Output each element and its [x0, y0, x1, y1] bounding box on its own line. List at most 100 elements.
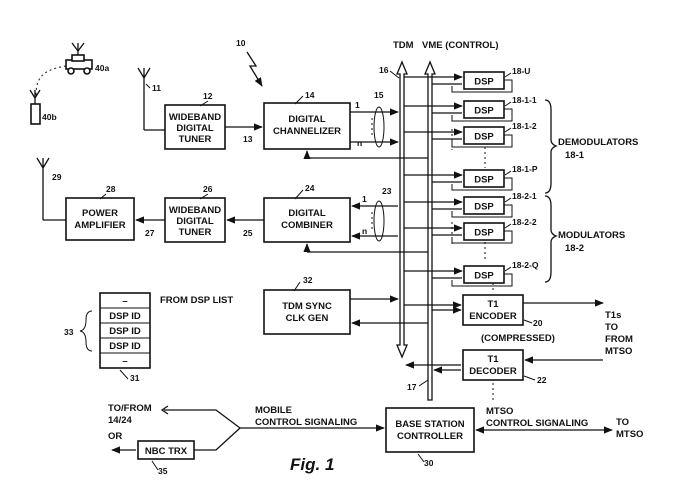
svg-text:DECODER: DECODER: [469, 366, 517, 377]
tdm-bus-label: TDM: [393, 40, 414, 51]
svg-text:NBC TRX: NBC TRX: [145, 446, 188, 457]
t1-encoder: T1 ENCODER: [463, 295, 523, 325]
figure-label: Fig. 1: [290, 455, 334, 474]
tx-link-ref: 25: [243, 228, 253, 238]
tx-antenna-ref: 29: [52, 172, 62, 182]
demod-brace: [545, 100, 556, 193]
svg-text:WIDEBAND: WIDEBAND: [169, 205, 221, 216]
wideband-tuner-rx-ref: 12: [203, 91, 213, 101]
dsp-block: DSP 18-2-2: [404, 217, 537, 243]
t1-encoder-ref: 20: [533, 318, 543, 328]
channelizer-out-1: 1: [355, 100, 360, 110]
dsp-list-row: DSP ID: [109, 341, 141, 352]
wideband-tuner-rx: WIDEBAND DIGITAL TUNER: [165, 105, 225, 149]
digital-channelizer: DIGITAL CHANNELIZER: [264, 103, 350, 149]
tdm-sync-clock: TDM SYNC CLK GEN: [264, 290, 350, 334]
system-ref-bolt: [247, 52, 262, 86]
tdm-sync-ref: 32: [303, 275, 313, 285]
rx-antenna-ref: 11: [152, 83, 161, 93]
dsp-ref: 18-1-2: [512, 121, 537, 131]
svg-text:WIDEBAND: WIDEBAND: [169, 112, 221, 123]
dsp-block: DSP 18-U: [404, 66, 530, 92]
demodulators-ref: 18-1: [565, 150, 585, 161]
system-ref: 10: [236, 38, 246, 48]
dsp-ref: 18-1-1: [512, 95, 537, 105]
svg-text:T1s: T1s: [605, 310, 621, 321]
dsp-list-row: DSP ID: [109, 311, 141, 322]
svg-text:TUNER: TUNER: [179, 227, 212, 238]
combiner-in-1: 1: [362, 194, 367, 204]
svg-text:DIGITAL: DIGITAL: [288, 114, 325, 125]
dsp-label: DSP: [474, 228, 494, 239]
dsp-label: DSP: [474, 271, 494, 282]
demodulators-label: DEMODULATORS: [558, 137, 638, 148]
dsp-label: DSP: [474, 106, 494, 117]
mobile-signaling-line2: CONTROL SIGNALING: [255, 417, 357, 428]
pa-link-ref: 27: [145, 228, 155, 238]
mtso-signaling-line1: MTSO: [486, 406, 513, 417]
dsp-list-row: DSP ID: [109, 326, 141, 337]
dsp-list-row: –: [122, 356, 127, 367]
dsp-ref: 18-2-Q: [512, 260, 539, 270]
dsp-block: DSP 18-1-2: [404, 121, 537, 147]
svg-text:CONTROLLER: CONTROLLER: [397, 431, 463, 442]
svg-text:BASE STATION: BASE STATION: [395, 419, 464, 430]
nbc-trx: NBC TRX: [138, 441, 194, 459]
base-station-controller: BASE STATION CONTROLLER: [386, 408, 474, 452]
svg-text:TDM SYNC: TDM SYNC: [282, 301, 332, 312]
dsp-ref: 18-2-2: [512, 217, 537, 227]
svg-text:DIGITAL: DIGITAL: [176, 123, 213, 134]
radio-link-icon: [36, 66, 66, 96]
compressed-label: (COMPRESSED): [481, 333, 555, 344]
or-label: OR: [108, 431, 122, 442]
mobile-signaling-line1: MOBILE: [255, 405, 292, 416]
svg-text:TO: TO: [605, 322, 618, 333]
svg-text:T1: T1: [487, 354, 499, 365]
dsp-block: DSP 18-1-1: [404, 95, 537, 121]
power-amp-ref: 28: [106, 184, 116, 194]
dsp-list-table: – DSP ID DSP ID DSP ID –: [100, 293, 150, 368]
power-amplifier: POWER AMPLIFIER: [66, 198, 134, 240]
dsp-ref: 18-U: [512, 66, 530, 76]
dsp-block: DSP 18-1-P: [404, 164, 538, 190]
svg-text:DIGITAL: DIGITAL: [176, 216, 213, 227]
vehicle-ref: 40a: [95, 63, 109, 73]
rx-antenna-icon: [138, 68, 165, 130]
dsp-label: DSP: [474, 132, 494, 143]
dsp-block: DSP 18-2-Q: [404, 260, 539, 286]
modulators-label: MODULATORS: [558, 230, 625, 241]
nbc-trx-ref: 35: [158, 466, 168, 476]
to-mtso-line2: MTSO: [616, 429, 643, 440]
dsp-ref: 18-2-1: [512, 191, 537, 201]
channelizer-out-n: n: [357, 138, 362, 148]
tdm-bus-ref: 16: [379, 65, 389, 75]
combiner-in-n: n: [362, 226, 367, 236]
dsp-label: DSP: [474, 77, 494, 88]
mod-brace: [545, 196, 556, 282]
t1-decoder-ref: 22: [537, 375, 547, 385]
dsp-label: DSP: [474, 202, 494, 213]
dsp-list-title: FROM DSP LIST: [160, 295, 233, 306]
channelizer-bundle-ref: 15: [374, 90, 384, 100]
dsp-label: DSP: [474, 175, 494, 186]
wideband-tuner-tx: WIDEBAND DIGITAL TUNER: [165, 198, 225, 242]
svg-text:CLK GEN: CLK GEN: [286, 313, 329, 324]
channelizer-ref: 14: [305, 90, 315, 100]
combiner-ref: 24: [305, 183, 315, 193]
dsp-list-ref: 33: [64, 327, 74, 337]
svg-text:ENCODER: ENCODER: [469, 311, 517, 322]
modulators-ref: 18-2: [565, 243, 584, 254]
dsp-list-row: –: [122, 296, 127, 307]
to-from-line1: TO/FROM: [108, 403, 152, 414]
svg-text:TUNER: TUNER: [179, 134, 212, 145]
dsp-list-ref2: 31: [130, 373, 140, 383]
tx-antenna-icon: [37, 158, 66, 220]
vme-bus-ref: 17: [407, 382, 417, 392]
dsp-ref: 18-1-P: [512, 164, 538, 174]
svg-text:FROM: FROM: [605, 334, 633, 345]
svg-text:T1: T1: [487, 299, 499, 310]
svg-text:POWER: POWER: [82, 208, 118, 219]
rx-link-ref: 13: [243, 134, 253, 144]
dsp-group: DSP18-UDSP18-1-1DSP18-1-2DSP18-1-PDSP18-…: [404, 66, 539, 286]
